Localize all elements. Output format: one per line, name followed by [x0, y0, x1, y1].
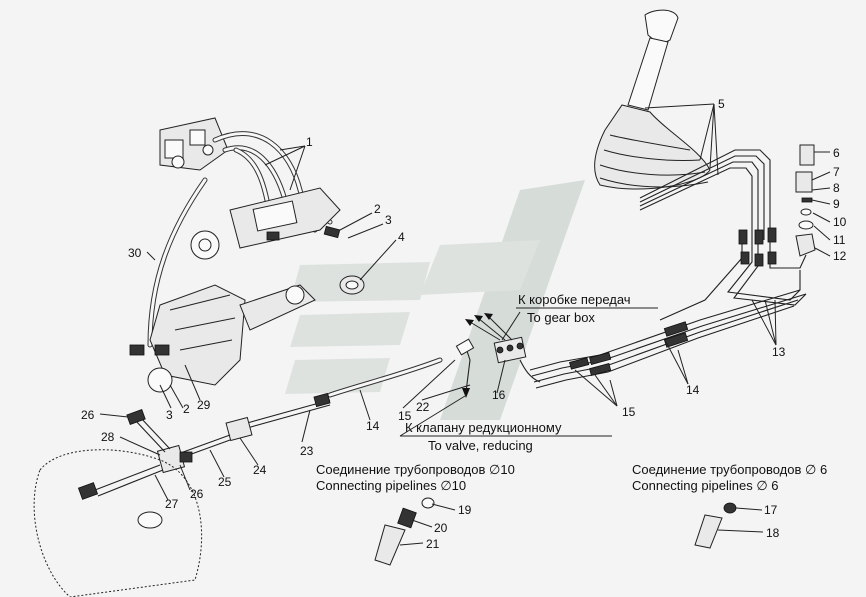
- connection-6-parts: [694, 502, 737, 549]
- caption-conn6-ru: Соединение трубопроводов ∅ 6: [632, 462, 827, 477]
- callout-3-lower: 3: [166, 408, 173, 422]
- callout-13: 13: [772, 345, 786, 359]
- valve-line-22: [455, 338, 475, 398]
- hose-30: [147, 177, 208, 348]
- pipe-fittings-13: [738, 227, 777, 267]
- callout-14-left: 14: [366, 419, 380, 433]
- callout-12: 12: [833, 249, 847, 263]
- callout-27: 27: [165, 497, 179, 511]
- fittings-6-12: [795, 144, 816, 257]
- callout-labels: 1 2 3 4 5 6 7 8 9 10 11 12 13 14 14 15 1…: [81, 97, 847, 551]
- caption-gearbox-en: To gear box: [527, 310, 595, 325]
- callout-23: 23: [300, 444, 314, 458]
- captions: К коробке передач To gear box К клапану …: [316, 292, 827, 493]
- callout-17: 17: [764, 503, 778, 517]
- callout-19: 19: [458, 503, 472, 517]
- caption-conn10-en: Connecting pipelines ∅10: [316, 478, 466, 493]
- callout-2: 2: [374, 202, 381, 216]
- caption-valve-ru: К клапану редукционному: [405, 420, 562, 435]
- callout-2-lower: 2: [183, 402, 190, 416]
- callout-9: 9: [833, 197, 840, 211]
- hose-14-23: [239, 357, 443, 431]
- valve-block-top: [159, 117, 229, 171]
- clutch-housing: [129, 284, 316, 393]
- callout-15-right: 15: [622, 405, 636, 419]
- gearbox-arrows: [465, 313, 513, 341]
- tank-outline: [33, 449, 203, 597]
- callout-15-left: 15: [398, 409, 412, 423]
- callout-4: 4: [398, 230, 405, 244]
- callout-26-top: 26: [81, 408, 95, 422]
- callout-16: 16: [492, 388, 506, 402]
- callout-1: 1: [306, 135, 313, 149]
- callout-21: 21: [426, 537, 440, 551]
- caption-conn6-en: Connecting pipelines ∅ 6: [632, 478, 779, 493]
- caption-conn10-ru: Соединение трубопроводов ∅10: [316, 462, 515, 477]
- main-pipe-run: [519, 289, 807, 389]
- callout-25: 25: [218, 475, 232, 489]
- callout-5: 5: [718, 97, 725, 111]
- callout-30: 30: [128, 246, 142, 260]
- cylinder-assembly: [190, 187, 341, 260]
- callout-29: 29: [197, 398, 211, 412]
- callout-3: 3: [385, 213, 392, 227]
- callout-20: 20: [434, 521, 448, 535]
- gear-lever-assembly: [594, 9, 711, 190]
- callout-7: 7: [833, 165, 840, 179]
- callout-22: 22: [416, 400, 430, 414]
- callout-28: 28: [101, 430, 115, 444]
- distribution-block-16: [493, 336, 527, 364]
- callout-8: 8: [833, 181, 840, 195]
- caption-gearbox-ru: К коробке передач: [518, 292, 631, 307]
- leader-lines: [99, 103, 831, 546]
- callout-24: 24: [253, 463, 267, 477]
- tee-assembly-24-28: [77, 409, 253, 500]
- callout-10: 10: [833, 215, 847, 229]
- watermark-logo: [285, 180, 585, 420]
- sensor-4: [339, 275, 365, 295]
- caption-valve-en: To valve, reducing: [428, 438, 533, 453]
- callout-18: 18: [766, 526, 780, 540]
- callout-14-right: 14: [686, 383, 700, 397]
- callout-26-bottom: 26: [190, 487, 204, 501]
- connection-10-parts: [374, 497, 435, 566]
- callout-6: 6: [833, 146, 840, 160]
- callout-11: 11: [833, 233, 846, 247]
